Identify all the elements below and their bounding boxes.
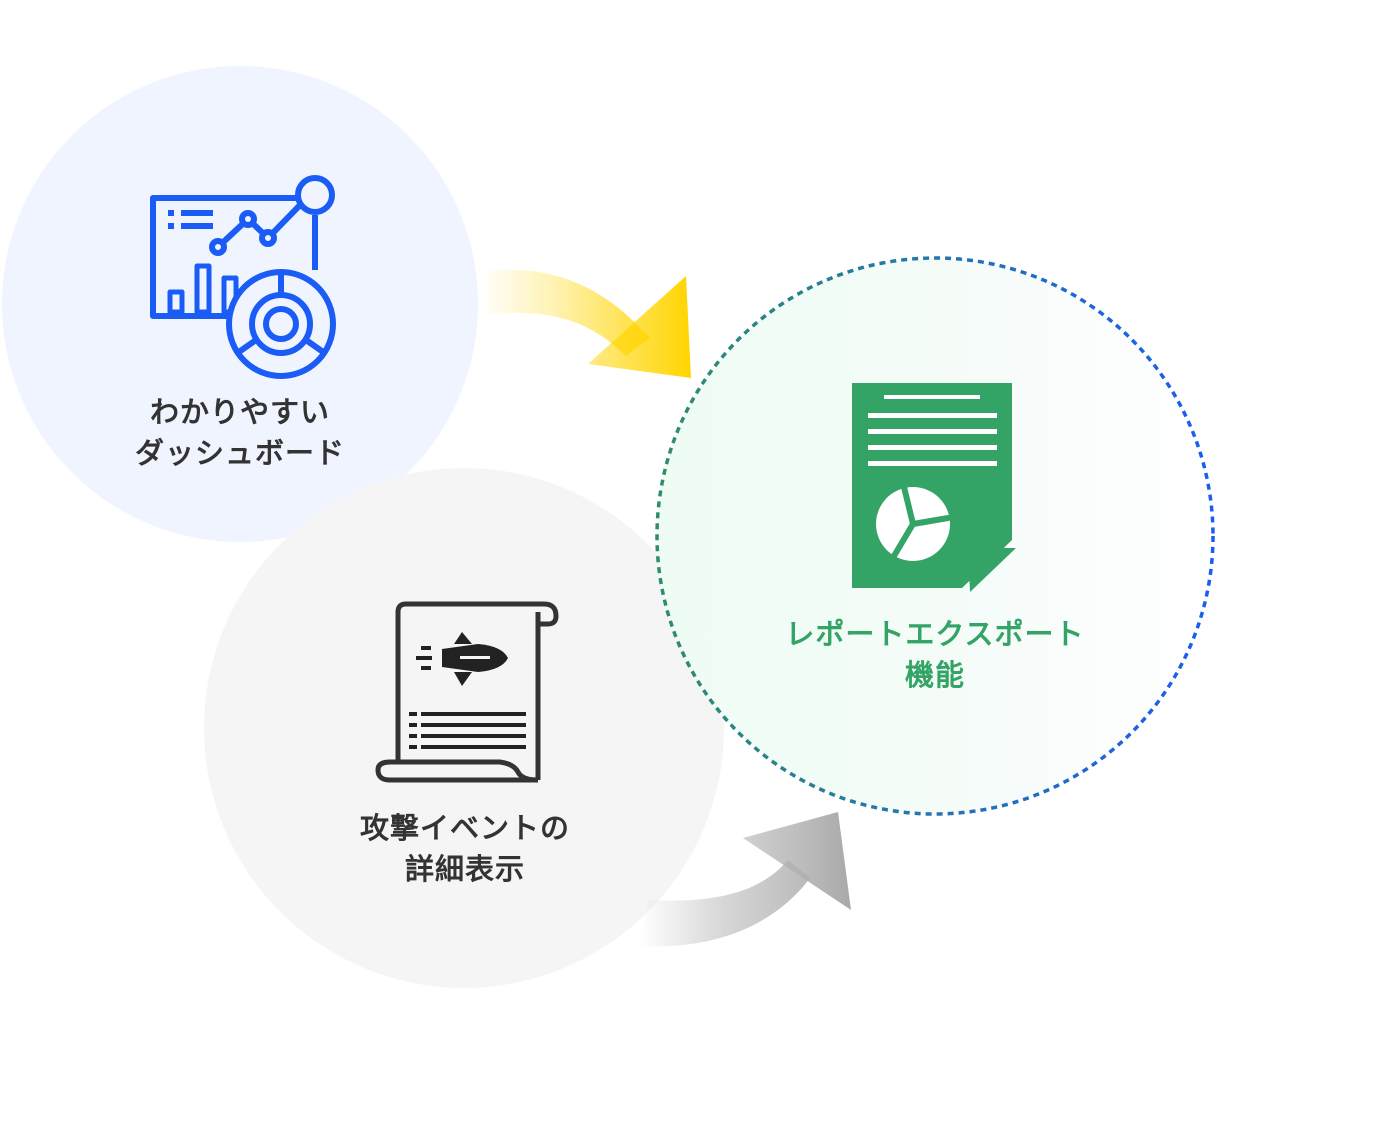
dashboard-label: わかりやすい ダッシュボード [90, 392, 390, 474]
dashboard-analytics-icon [150, 175, 336, 379]
report-export-label: レポートエクスポート 機能 [735, 614, 1135, 696]
scroll-document-rocket-icon [375, 601, 559, 783]
dashboard-label-line2: ダッシュボード [134, 436, 345, 470]
attack-events-label-line2: 詳細表示 [404, 852, 525, 886]
report-export-label-line2: 機能 [904, 658, 965, 692]
report-export-dashed-border [655, 256, 1215, 816]
arrow-attack-to-export [640, 812, 851, 947]
report-export-label-line1: レポートエクスポート [785, 617, 1085, 651]
attack-events-label: 攻撃イベントの 詳細表示 [315, 808, 615, 890]
report-pie-chart-document-icon [852, 383, 1016, 592]
attack-events-node [204, 468, 724, 988]
arrow-dashboard-to-export [480, 269, 691, 378]
attack-events-label-line1: 攻撃イベントの [359, 811, 570, 845]
dashboard-label-line1: わかりやすい [149, 395, 330, 429]
